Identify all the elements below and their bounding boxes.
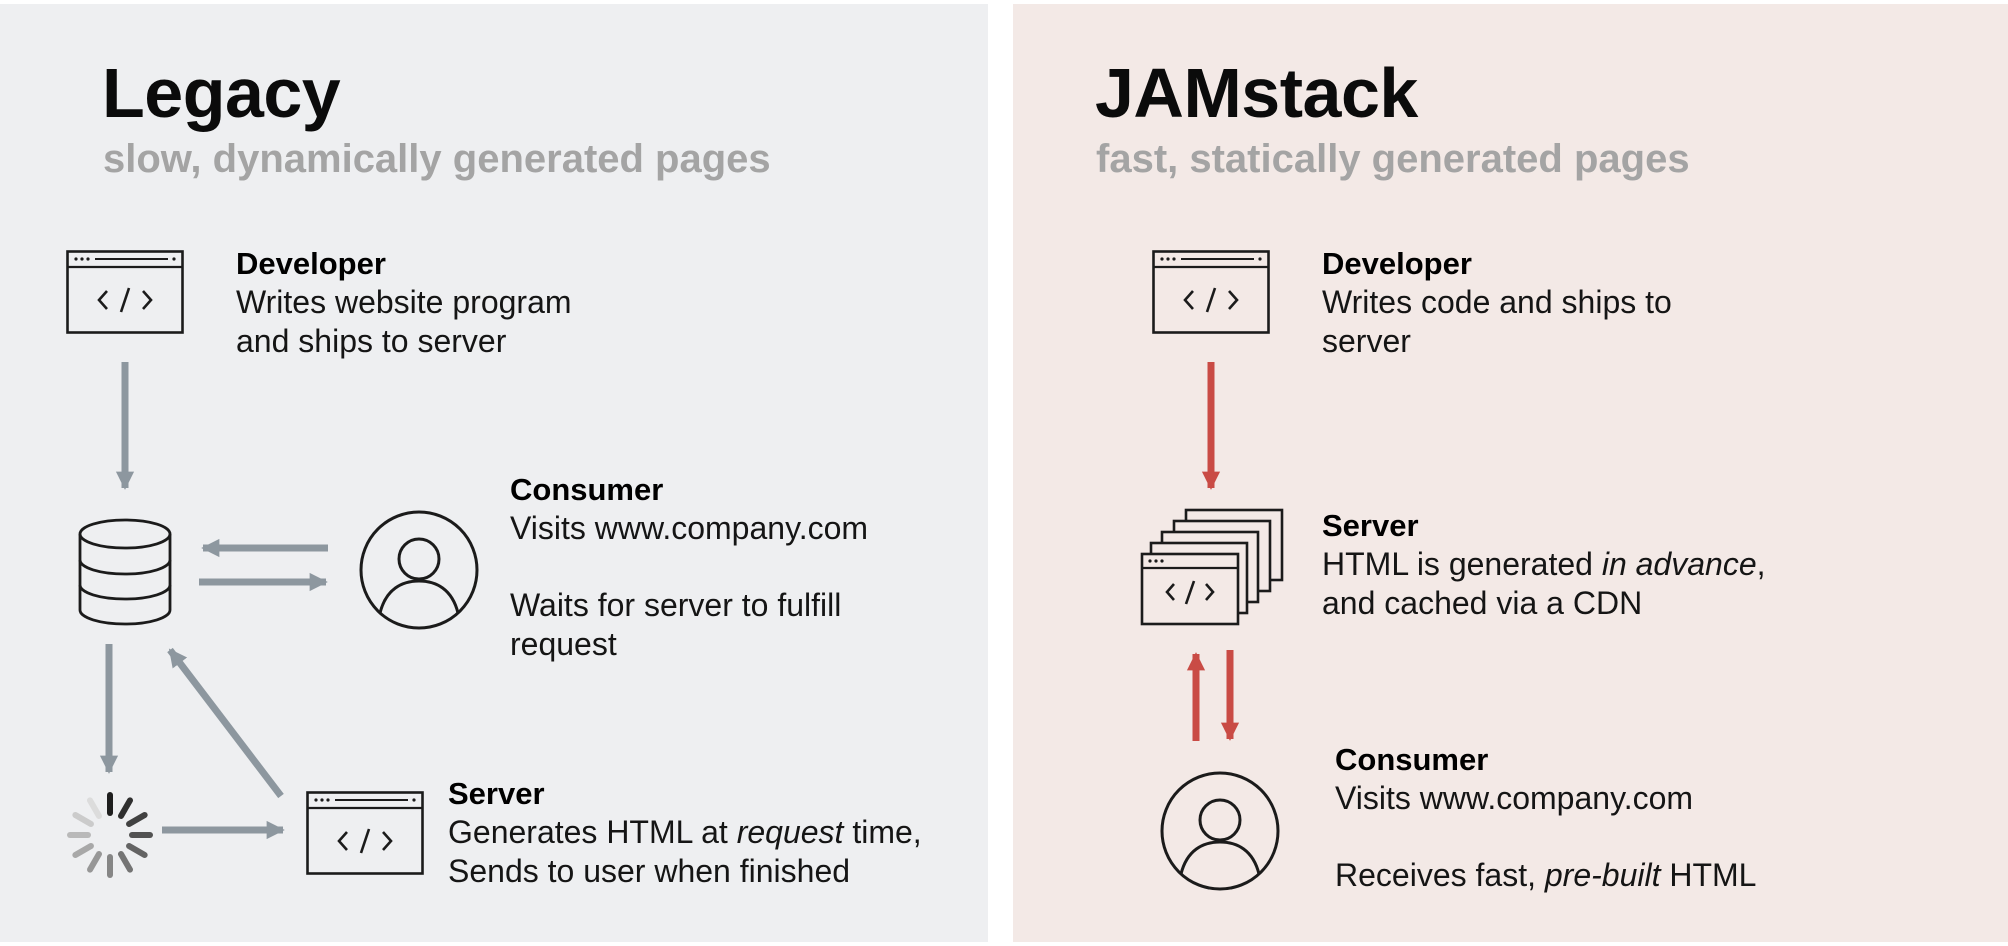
jamstack-developer-heading: Developer [1322, 246, 1472, 281]
jamstack-developer-text: Developer Writes code and ships to serve… [1322, 244, 1672, 361]
jamstack-arrows [1186, 362, 1240, 741]
jamstack-title: JAMstack [1095, 54, 1418, 132]
arrow-server-to-database [167, 647, 284, 799]
jamstack-developer-line1: Writes code and ships to [1322, 284, 1672, 320]
spinner-spoke [72, 812, 94, 827]
spinner-spoke [126, 843, 148, 858]
legacy-server-line2: Sends to user when finished [448, 853, 851, 889]
legacy-consumer-text: Consumer Visits www.company.com Waits fo… [510, 470, 868, 664]
database-icon [78, 518, 172, 626]
user-circle-icon [1160, 771, 1280, 891]
legacy-developer-line2: and ships to server [236, 323, 507, 359]
legacy-arrows [99, 362, 328, 840]
legacy-developer-line1: Writes website program [236, 284, 572, 320]
jamstack-server-text: Server HTML is generated in advance, and… [1322, 506, 1766, 623]
spinner-spoke [126, 812, 148, 827]
legacy-consumer-line2: Waits for server to fulfill [510, 587, 842, 623]
legacy-consumer-heading: Consumer [510, 472, 664, 507]
stacked-pages-icon [1140, 508, 1284, 626]
jamstack-server-line2: and cached via a CDN [1322, 585, 1643, 621]
code-window-icon [1152, 250, 1270, 334]
code-window-icon [66, 250, 184, 334]
jamstack-server-heading: Server [1322, 508, 1419, 543]
legacy-consumer-line3: request [510, 626, 617, 662]
loading-spinner-icon [67, 792, 153, 878]
legacy-server-text: Server Generates HTML at request time, S… [448, 774, 922, 891]
legacy-title: Legacy [102, 54, 341, 132]
jamstack-consumer-line2: Receives fast, pre-built HTML [1335, 857, 1757, 893]
jamstack-subtitle: fast, statically generated pages [1096, 137, 1690, 181]
jamstack-panel: JAMstack fast, statically generated page… [1013, 4, 2008, 942]
legacy-consumer-line1: Visits www.company.com [510, 510, 869, 546]
spinner-spoke [87, 851, 102, 873]
jamstack-developer-line2: server [1322, 323, 1411, 359]
legacy-developer-heading: Developer [236, 246, 386, 281]
spinner-spoke [118, 851, 133, 873]
legacy-subtitle: slow, dynamically generated pages [103, 137, 771, 181]
legacy-panel: Legacy slow, dynamically generated pages… [0, 4, 988, 942]
spinner-spoke [118, 797, 133, 819]
jamstack-consumer-text: Consumer Visits www.company.com Receives… [1335, 740, 1756, 895]
server-code-window-icon [306, 791, 424, 875]
legacy-server-line1: Generates HTML at request time, [448, 814, 922, 850]
jamstack-server-line1: HTML is generated in advance, [1322, 546, 1766, 582]
legacy-server-heading: Server [448, 776, 545, 811]
jamstack-consumer-heading: Consumer [1335, 742, 1489, 777]
spinner-spoke [87, 797, 102, 819]
jamstack-consumer-line1: Visits www.company.com [1335, 780, 1694, 816]
user-circle-icon [359, 510, 479, 630]
spinner-spoke [72, 843, 94, 858]
legacy-developer-text: Developer Writes website program and shi… [236, 244, 572, 361]
